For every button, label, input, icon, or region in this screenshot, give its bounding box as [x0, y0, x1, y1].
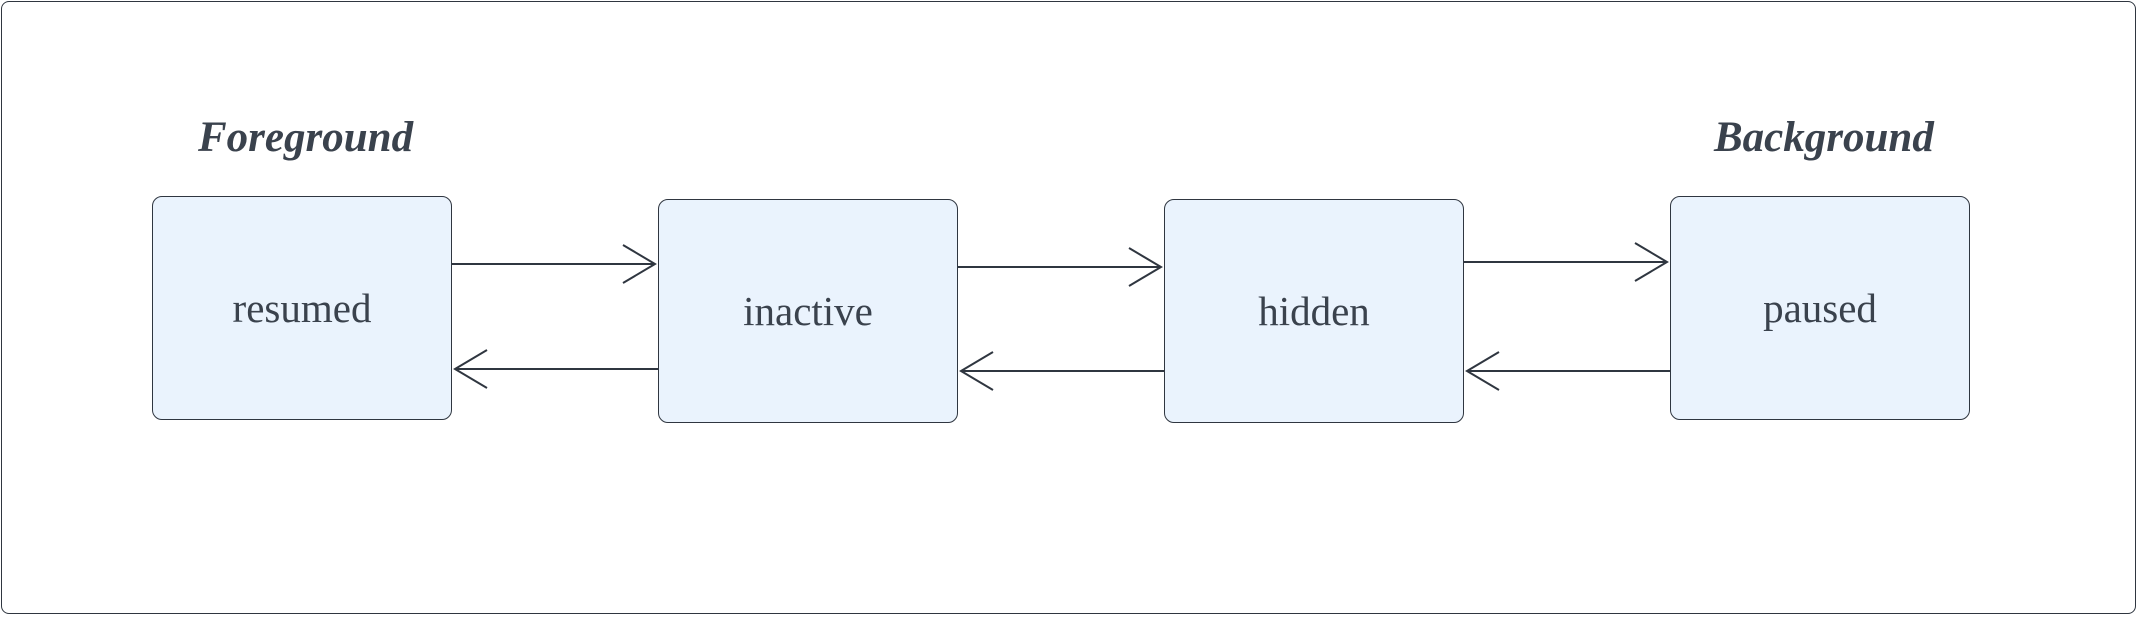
foreground-group-label: Foreground	[198, 114, 414, 161]
state-paused[interactable]: paused	[1670, 196, 1970, 420]
state-label-paused: paused	[1763, 284, 1877, 331]
state-hidden[interactable]: hidden	[1164, 199, 1464, 423]
background-group-label: Background	[1714, 114, 1934, 161]
state-label-hidden: hidden	[1258, 287, 1370, 334]
state-label-inactive: inactive	[743, 287, 873, 334]
state-inactive[interactable]: inactive	[658, 199, 958, 423]
state-resumed[interactable]: resumed	[152, 196, 452, 420]
state-label-resumed: resumed	[232, 284, 372, 331]
